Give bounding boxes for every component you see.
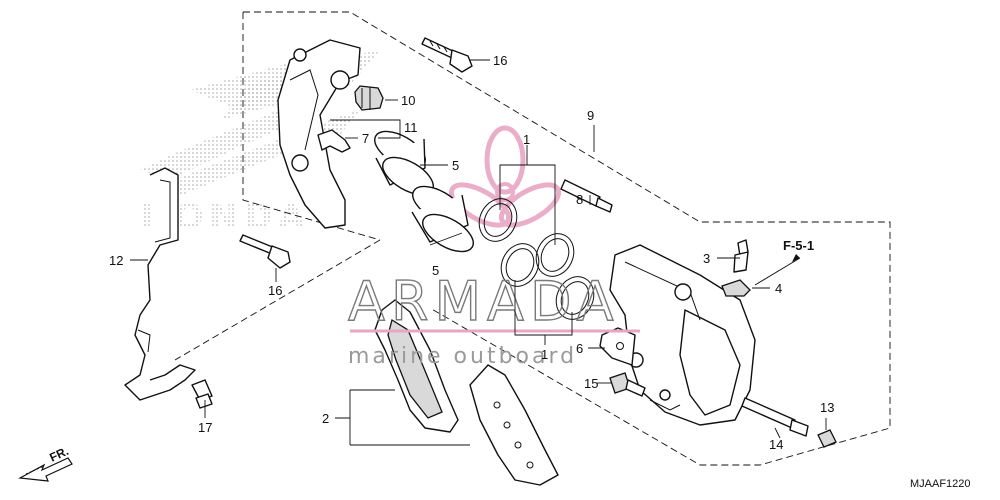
leader-lines — [130, 59, 827, 446]
bolt-lower — [239, 234, 291, 269]
callout-6: 6 — [576, 341, 583, 356]
callout-16-upper: 16 — [493, 53, 507, 68]
brake-pad-front — [374, 299, 459, 433]
brake-hose-bracket — [124, 167, 196, 401]
callout-1-upper: 1 — [523, 132, 530, 147]
bleeder-valve — [733, 239, 749, 273]
diagram-code: MJAAF1220 — [910, 478, 971, 490]
callout-14: 13 — [820, 400, 834, 415]
callout-15: 14 — [769, 437, 783, 452]
pin-plug — [817, 429, 837, 448]
callout-17: 17 — [198, 420, 212, 435]
callout-5-lower: 5 — [432, 263, 439, 278]
callout-11: 12 — [109, 253, 123, 268]
bracket-bolt — [191, 379, 213, 409]
armada-propeller-logo — [448, 125, 562, 228]
callout-9: 15 — [584, 376, 598, 391]
pin-boot-part — [354, 85, 384, 111]
callout-1-lower: 1 — [541, 347, 548, 362]
callout-16-lower: 16 — [268, 283, 282, 298]
reference-label: F-5-1 — [783, 238, 814, 253]
pad-retainer-clip — [317, 129, 351, 153]
assembly-boundary-lines — [174, 11, 891, 466]
callout-13: 11 — [404, 120, 418, 135]
callout-4: 4 — [775, 281, 782, 296]
bolt-upper — [421, 37, 473, 73]
armada-watermark-text: ARMADA — [348, 270, 620, 333]
callout-10: 10 — [401, 93, 415, 108]
callout-labels: 16 10 11 7 9 1 5 8 5 3 4 12 16 1 6 15 2 … — [109, 53, 834, 452]
bleeder-cap — [721, 279, 751, 297]
piston-seal-rings — [478, 198, 595, 320]
hanger-pin — [741, 397, 809, 437]
front-direction-arrow: FR. — [18, 444, 73, 482]
callout-3: 3 — [703, 251, 710, 266]
callout-2: 2 — [322, 411, 329, 426]
piston-upper — [374, 130, 434, 196]
caliper-body — [609, 244, 756, 426]
slide-pin — [560, 179, 613, 213]
armada-watermark-tagline: marine outboard — [348, 344, 577, 369]
pin-bolt — [609, 372, 646, 397]
callout-8: 8 — [576, 192, 583, 207]
pad-spring — [599, 327, 636, 366]
callout-12: 9 — [587, 108, 594, 123]
brake-pad-rear — [469, 364, 559, 486]
callout-5-upper: 5 — [452, 158, 459, 173]
piston-lower — [411, 185, 474, 253]
callout-7: 7 — [362, 131, 369, 146]
